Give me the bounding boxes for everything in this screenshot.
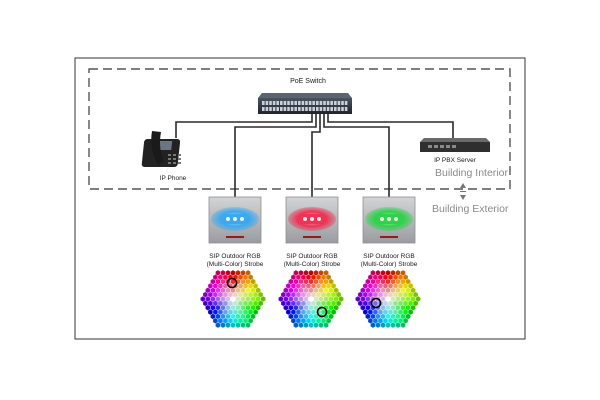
switch-ports (262, 101, 348, 111)
switch-port (305, 107, 308, 111)
switch-port (276, 107, 279, 111)
color-wheel-1 (200, 269, 266, 329)
ip-pbx-server-label: IP PBX Server (434, 157, 477, 164)
switch-port (323, 101, 326, 105)
color-wheel-1-selector (226, 277, 238, 289)
switch-port (337, 101, 341, 105)
building-interior-boundary (88, 68, 511, 190)
switch-port (326, 107, 330, 111)
strobe-1-label-line1: SIP Outdoor RGB (209, 253, 261, 260)
poe-switch (258, 93, 352, 114)
switch-port (290, 107, 294, 111)
color-wheel-3 (355, 269, 421, 329)
switch-port (294, 107, 297, 111)
strobe-3-label-line1: SIP Outdoor RGB (363, 253, 415, 260)
switch-port (319, 107, 323, 111)
cable-phone (175, 113, 313, 138)
switch-port (301, 107, 305, 111)
switch-port (269, 107, 272, 111)
cable-strobe-1 (234, 113, 317, 197)
switch-port (290, 101, 294, 105)
strobe-1 (208, 196, 262, 244)
strobe-1-label-line2: (Multi-Color) Strobe (207, 261, 264, 268)
switch-port (341, 107, 344, 111)
poe-switch-label: PoE Switch (290, 78, 326, 85)
switch-port (280, 107, 283, 111)
switch-port (298, 107, 301, 111)
switch-port (305, 101, 308, 105)
ip-phone-label: IP Phone (160, 175, 187, 182)
cable-strobe-3 (323, 113, 390, 197)
switch-port (344, 107, 348, 111)
cable-strobe-2 (311, 113, 321, 197)
switch-port (276, 101, 279, 105)
switch-port (265, 107, 269, 111)
boundary-double-arrow-icon (460, 183, 466, 200)
strobe-2 (285, 196, 339, 244)
switch-port (280, 101, 283, 105)
switch-port (262, 101, 265, 105)
building-interior-label: Building Interior (435, 167, 508, 179)
switch-port (337, 107, 341, 111)
color-wheel-cell (415, 295, 421, 303)
color-wheel-cell (260, 295, 266, 303)
switch-port (298, 101, 301, 105)
ip-phone-icon (141, 131, 181, 167)
switch-port (287, 101, 290, 105)
switch-port (265, 101, 269, 105)
color-wheel-2-selector (316, 306, 328, 318)
switch-port (308, 101, 312, 105)
switch-port (283, 101, 287, 105)
switch-port (312, 101, 315, 105)
switch-port (323, 107, 326, 111)
switch-port (272, 107, 276, 111)
strobe-3-label-line2: (Multi-Color) Strobe (361, 261, 418, 268)
cable-pbx (327, 113, 454, 140)
strobe-2-label-line1: SIP Outdoor RGB (286, 253, 338, 260)
switch-port (330, 101, 333, 105)
switch-port (334, 107, 337, 111)
switch-port (308, 107, 312, 111)
switch-port (301, 101, 305, 105)
ip-pbx-server-icon (420, 138, 490, 152)
outer-frame (74, 57, 526, 340)
switch-port (294, 101, 297, 105)
switch-port (334, 101, 337, 105)
network-cables (175, 113, 454, 197)
strobe-2-label-line2: (Multi-Color) Strobe (284, 261, 341, 268)
switch-port (269, 101, 272, 105)
switch-port (344, 101, 348, 105)
switch-port (312, 107, 315, 111)
color-wheel-2 (278, 269, 344, 329)
switch-port (330, 107, 333, 111)
switch-port (272, 101, 276, 105)
building-exterior-label: Building Exterior (432, 203, 509, 215)
color-wheel-cell (338, 295, 344, 303)
switch-port (341, 101, 344, 105)
switch-port (316, 101, 319, 105)
color-wheel-3-selector (370, 297, 382, 309)
switch-port (262, 107, 265, 111)
strobe-3 (362, 196, 416, 244)
switch-port (319, 101, 323, 105)
switch-port (316, 107, 319, 111)
switch-port (326, 101, 330, 105)
switch-port (287, 107, 290, 111)
switch-port (283, 107, 287, 111)
